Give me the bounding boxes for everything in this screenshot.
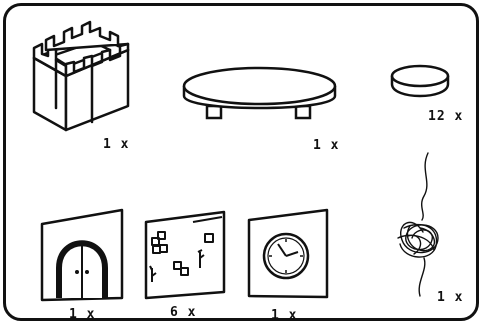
wallpaper-panel-icon — [144, 210, 226, 300]
disc-quantity: 12 x — [428, 109, 464, 124]
round-table-icon — [182, 66, 337, 120]
castle-tower-icon — [32, 20, 130, 132]
round-disc-icon — [390, 64, 450, 98]
clock-panel-quantity: 1 x — [271, 308, 298, 323]
yarn-quantity: 1 x — [437, 290, 464, 305]
tower-quantity: 1 x — [103, 137, 130, 152]
arched-door-panel-icon — [40, 208, 124, 302]
platform-quantity: 1 x — [313, 138, 340, 153]
clock-panel-icon — [247, 208, 329, 299]
wallpaper-panel-quantity: 6 x — [170, 305, 197, 320]
parts-frame — [3, 3, 479, 321]
door-panel-quantity: 1 x — [69, 307, 96, 322]
yarn-ball-icon — [397, 152, 439, 297]
